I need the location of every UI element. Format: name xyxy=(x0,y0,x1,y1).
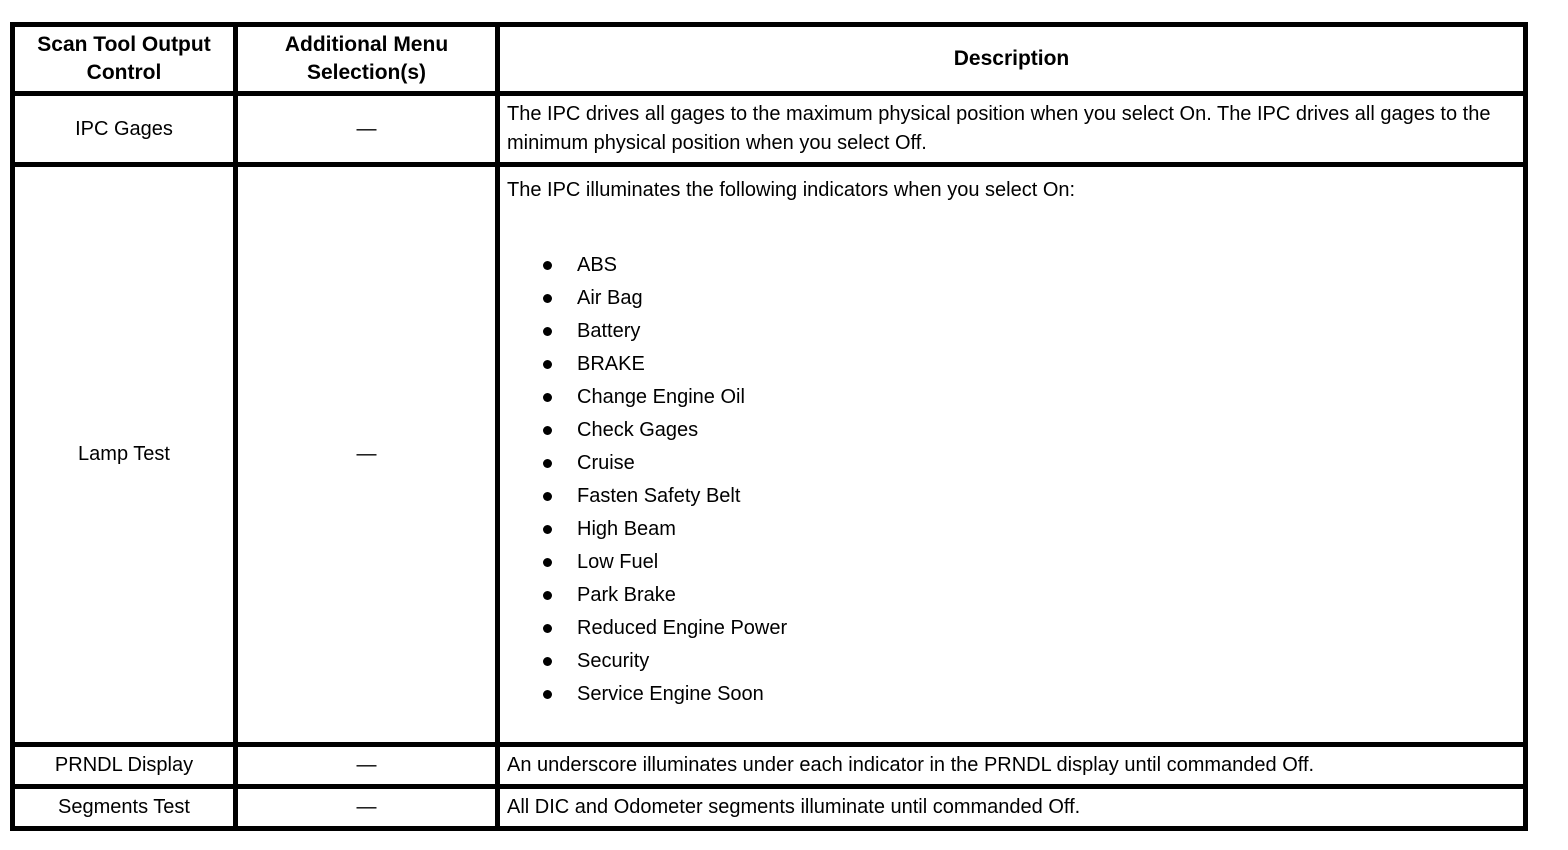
table-row-lamp-test: Lamp Test — The IPC illuminates the foll… xyxy=(10,162,1528,747)
header-scan-tool-output-control: Scan Tool Output Control xyxy=(10,22,238,96)
indicator-item: BRAKE xyxy=(543,348,1513,381)
description-cell: An underscore illuminates under each ind… xyxy=(495,742,1528,789)
control-cell: Segments Test xyxy=(10,784,238,831)
indicator-item: Park Brake xyxy=(543,579,1513,612)
indicator-item: High Beam xyxy=(543,513,1513,546)
menu-cell: — xyxy=(233,742,500,789)
indicator-item: Low Fuel xyxy=(543,546,1513,579)
description-cell: All DIC and Odometer segments illuminate… xyxy=(495,784,1528,831)
description-cell: The IPC illuminates the following indica… xyxy=(495,162,1528,747)
control-cell: Lamp Test xyxy=(10,162,238,747)
indicator-item: Battery xyxy=(543,315,1513,348)
table-row-segments-test: Segments Test — All DIC and Odometer seg… xyxy=(10,784,1528,831)
indicator-item: ABS xyxy=(543,249,1513,282)
indicator-item: Check Gages xyxy=(543,414,1513,447)
indicator-item: Fasten Safety Belt xyxy=(543,480,1513,513)
menu-cell: — xyxy=(233,162,500,747)
indicator-item: Security xyxy=(543,645,1513,678)
menu-cell: — xyxy=(233,91,500,167)
indicator-item: Air Bag xyxy=(543,282,1513,315)
indicator-item: Change Engine Oil xyxy=(543,381,1513,414)
indicator-item: Service Engine Soon xyxy=(543,678,1513,711)
table-row-prndl-display: PRNDL Display — An underscore illuminate… xyxy=(10,742,1528,789)
header-row: Scan Tool Output Control Additional Menu… xyxy=(10,22,1528,96)
header-description: Description xyxy=(495,22,1528,96)
indicator-item: Cruise xyxy=(543,447,1513,480)
menu-cell: — xyxy=(233,784,500,831)
control-cell: IPC Gages xyxy=(10,91,238,167)
description-intro: The IPC illuminates the following indica… xyxy=(507,179,1076,201)
control-cell: PRNDL Display xyxy=(10,742,238,789)
header-additional-menu-selections: Additional Menu Selection(s) xyxy=(233,22,500,96)
table-row-ipc-gages: IPC Gages — The IPC drives all gages to … xyxy=(10,91,1528,167)
indicator-item: Reduced Engine Power xyxy=(543,612,1513,645)
description-cell: The IPC drives all gages to the maximum … xyxy=(495,91,1528,167)
scan-tool-output-control-table: Scan Tool Output Control Additional Menu… xyxy=(10,22,1528,831)
